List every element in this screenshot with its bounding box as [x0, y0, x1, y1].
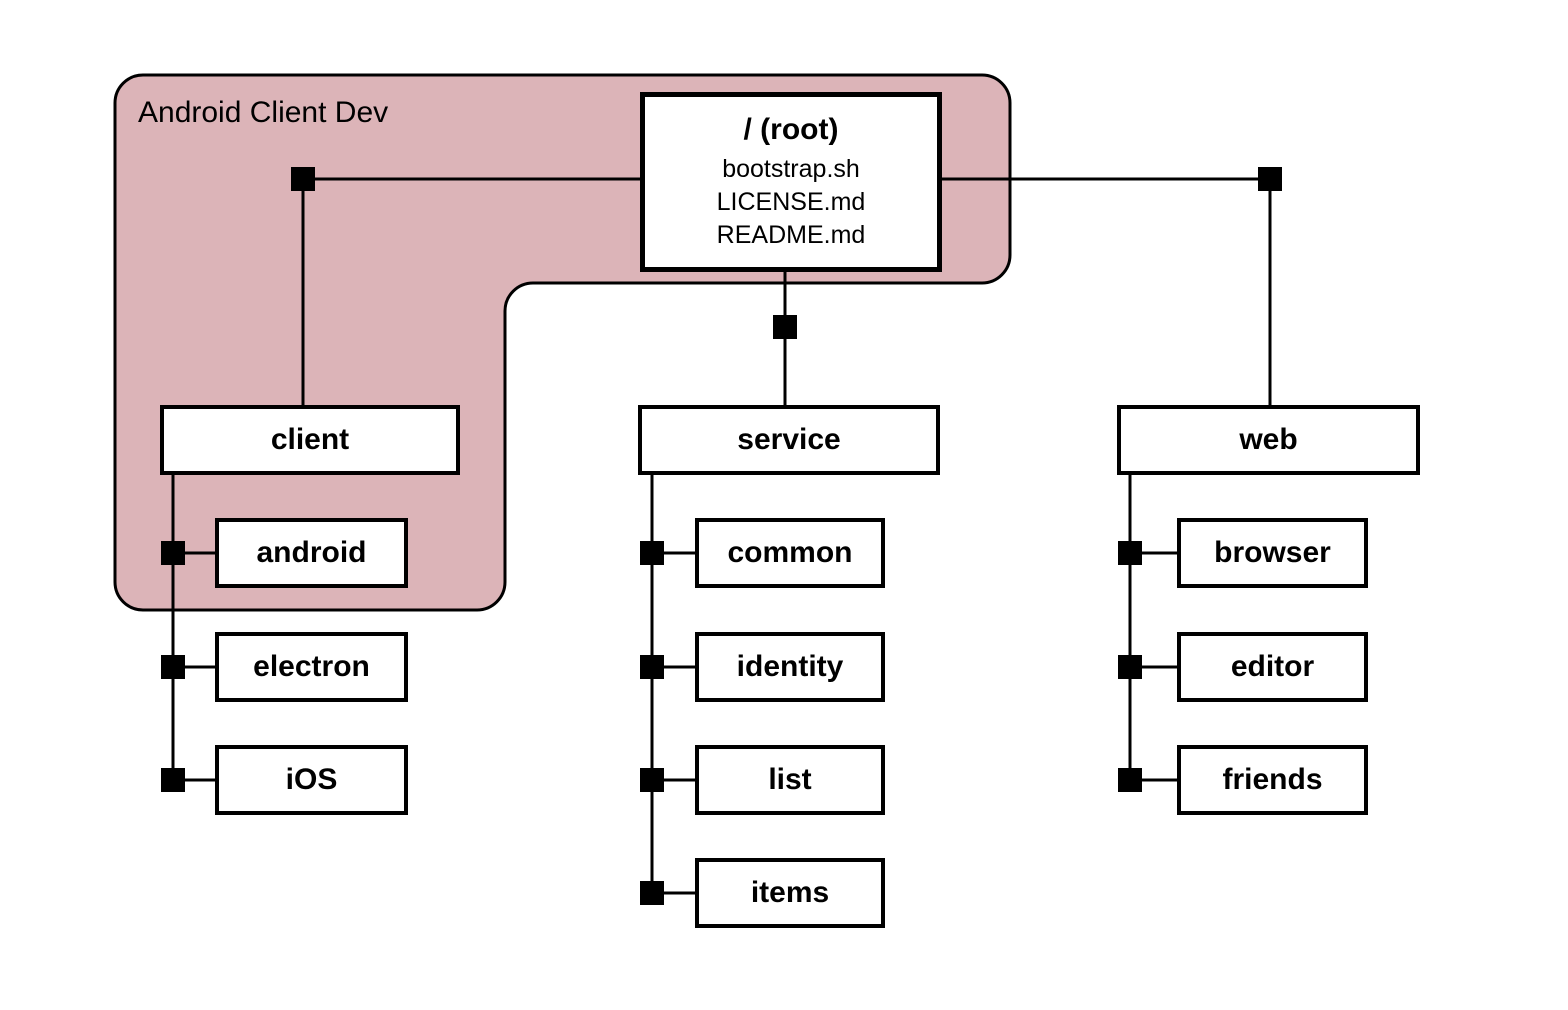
junction-root-right [1258, 167, 1282, 191]
junction-electron [161, 655, 185, 679]
junction-common [640, 541, 664, 565]
node-friends: friends [1177, 745, 1368, 815]
node-browser: browser [1177, 518, 1368, 588]
node-editor: editor [1177, 632, 1368, 702]
junction-list [640, 768, 664, 792]
node-electron: electron [215, 632, 408, 702]
node-items: items [695, 858, 885, 928]
junction-friends [1118, 768, 1142, 792]
root-file-license: LICENSE.md [716, 187, 866, 216]
node-root: / (root) bootstrap.sh LICENSE.md README.… [640, 92, 942, 272]
node-android: android [215, 518, 408, 588]
junction-browser [1118, 541, 1142, 565]
root-file-readme: README.md [716, 220, 866, 249]
node-ios: iOS [215, 745, 408, 815]
junction-items [640, 881, 664, 905]
junction-android [161, 541, 185, 565]
junction-editor [1118, 655, 1142, 679]
junction-ios [161, 768, 185, 792]
root-title: / (root) [743, 112, 839, 146]
node-list: list [695, 745, 885, 815]
group-label-android-client-dev: Android Client Dev [138, 96, 389, 129]
node-client: client [160, 405, 460, 475]
node-web: web [1117, 405, 1420, 475]
junction-root-bottom [773, 315, 797, 339]
junction-identity [640, 655, 664, 679]
junctions [161, 167, 1282, 905]
node-service: service [638, 405, 940, 475]
node-common: common [695, 518, 885, 588]
root-file-bootstrap: bootstrap.sh [722, 154, 860, 183]
node-identity: identity [695, 632, 885, 702]
junction-root-left [291, 167, 315, 191]
